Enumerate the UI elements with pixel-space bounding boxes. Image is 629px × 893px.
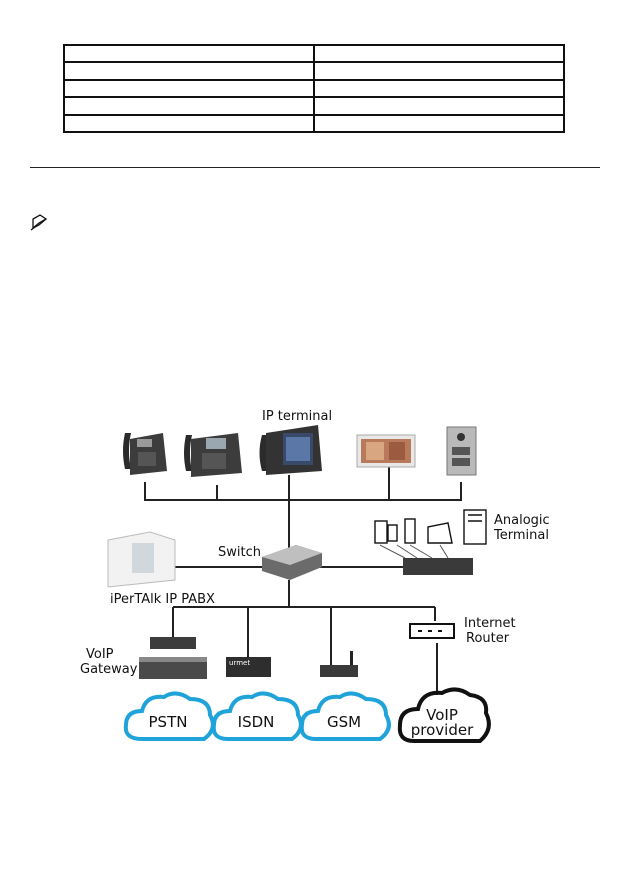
table-row bbox=[63, 43, 565, 64]
ip-terminal-icon bbox=[259, 425, 322, 475]
gsm-cloud: GSM bbox=[299, 691, 391, 741]
network-diagram: IP terminal Analogic Terminal iPerTAlk I… bbox=[80, 409, 550, 743]
gsm-cloud-label: GSM bbox=[327, 713, 361, 731]
desk-phone-icon bbox=[184, 433, 242, 477]
voip-provider-cloud-label-1: VoIP bbox=[426, 706, 458, 724]
voip-provider-cloud: VoIP provider bbox=[397, 687, 491, 743]
empty-table bbox=[63, 43, 565, 134]
pencil-note-icon bbox=[30, 214, 48, 231]
switch-label: Switch bbox=[218, 545, 261, 560]
pstn-cloud-label: PSTN bbox=[149, 713, 188, 731]
analogic-terminal-label-1: Analogic bbox=[494, 513, 550, 528]
voip-provider-cloud-label-2: provider bbox=[411, 721, 474, 739]
pabx-device-icon bbox=[107, 531, 176, 588]
ip-terminal-label: IP terminal bbox=[262, 409, 332, 424]
network-switch-icon bbox=[262, 545, 322, 580]
gsm-device-icon bbox=[320, 651, 358, 677]
voip-gateway-icon bbox=[139, 637, 207, 679]
internet-router-label-1: Internet bbox=[464, 616, 516, 631]
table-row bbox=[63, 78, 565, 99]
analog-gateway-icon bbox=[379, 544, 473, 575]
table-row bbox=[63, 113, 565, 134]
desk-phone-icon bbox=[123, 433, 167, 475]
table-row bbox=[63, 96, 565, 116]
connection-lines bbox=[144, 465, 462, 695]
voip-gateway-label-2: Gateway bbox=[80, 662, 138, 677]
analogic-terminal-label-2: Terminal bbox=[493, 528, 549, 543]
voip-gateway-label-1: VoIP bbox=[86, 647, 114, 662]
device-brand-label: urmet bbox=[229, 659, 250, 667]
video-monitor-icon bbox=[356, 434, 416, 468]
router-icon bbox=[409, 623, 455, 639]
isdn-device-icon: urmet bbox=[226, 657, 271, 677]
isdn-cloud-label: ISDN bbox=[238, 713, 275, 731]
pstn-cloud: PSTN bbox=[123, 691, 215, 741]
table-row bbox=[63, 61, 565, 81]
internet-router-label-2: Router bbox=[466, 631, 510, 646]
door-entry-panel-icon bbox=[446, 426, 477, 476]
horizontal-divider bbox=[30, 167, 600, 168]
isdn-cloud: ISDN bbox=[211, 691, 303, 741]
pabx-label: iPerTAlk IP PABX bbox=[110, 592, 215, 607]
analog-phones-icon bbox=[374, 509, 487, 545]
